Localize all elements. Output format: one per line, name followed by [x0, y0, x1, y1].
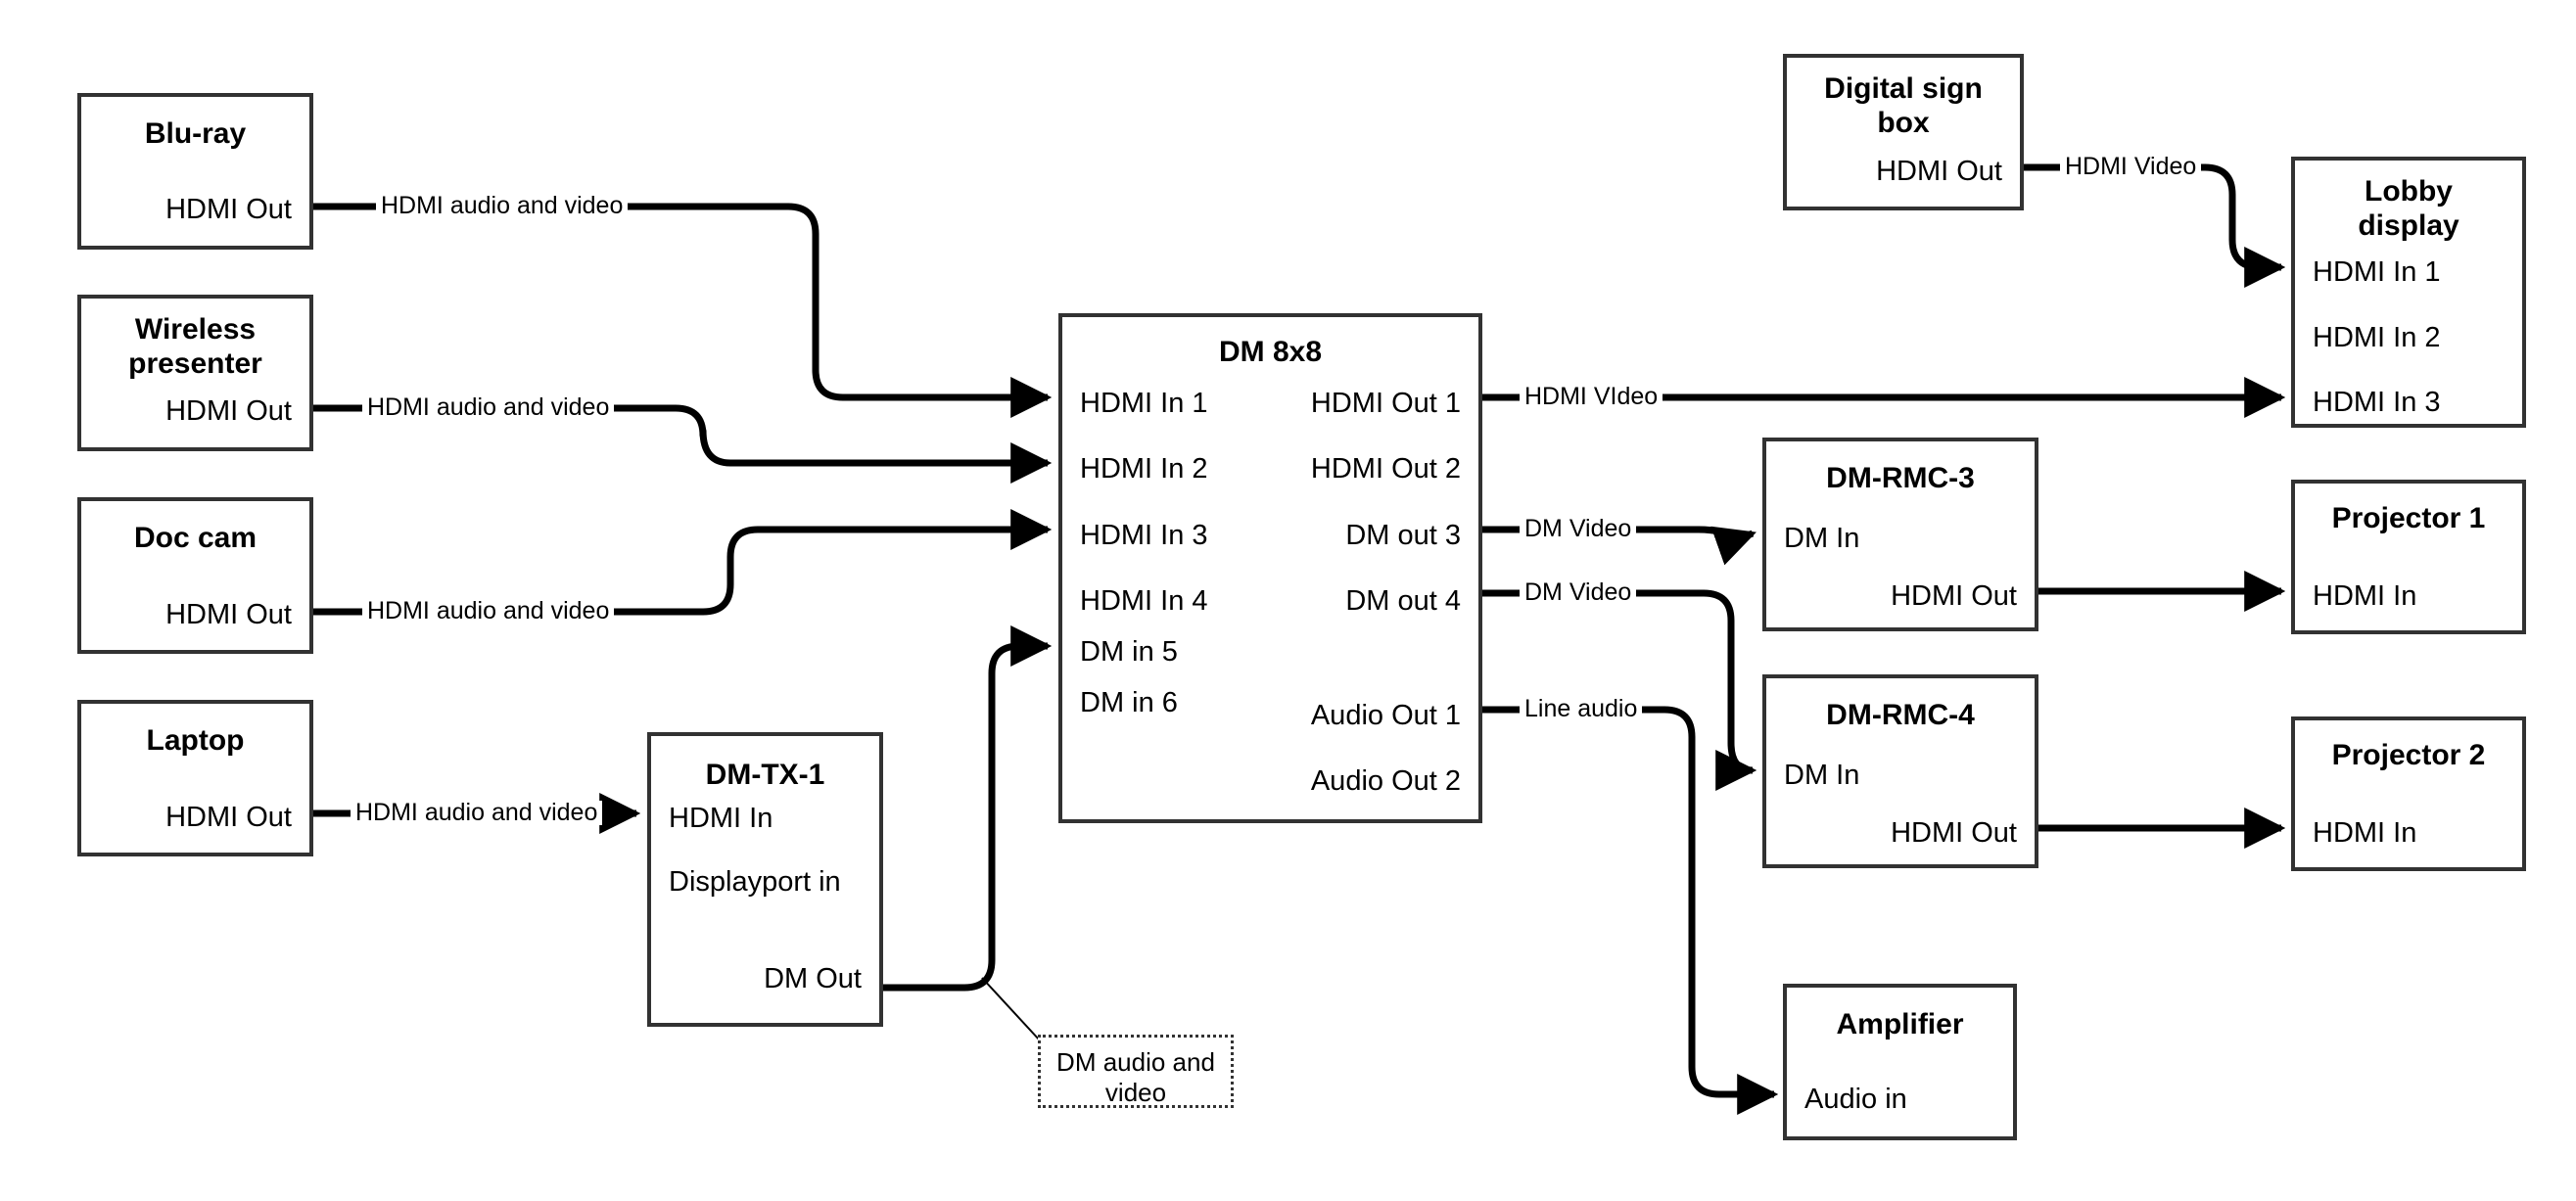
port-dm-8x8-dm-out-4[interactable]: DM out 4 — [1345, 585, 1461, 617]
port-wireless-presenter-hdmi-out[interactable]: HDMI Out — [165, 395, 292, 427]
node-dm-rmc-3-title: DM-RMC-3 — [1826, 462, 1975, 494]
port-laptop-hdmi-out[interactable]: HDMI Out — [165, 802, 292, 833]
node-dm-tx-1[interactable]: DM-TX-1 HDMI In Displayport in DM Out — [647, 732, 883, 1027]
port-dm-tx-1-displayport-in[interactable]: Displayport in — [669, 866, 841, 898]
wire-label-audio-out-1: Line audio — [1520, 697, 1643, 721]
node-amplifier[interactable]: Amplifier Audio in — [1783, 984, 2017, 1140]
node-amplifier-title: Amplifier — [1836, 1008, 1964, 1040]
node-doc-cam[interactable]: Doc cam HDMI Out — [77, 497, 313, 654]
wire-dm-tx-1-to-dm-in-5 — [883, 625, 1053, 992]
port-projector-1-hdmi-in[interactable]: HDMI In — [2313, 580, 2417, 612]
port-dm-rmc-3-hdmi-out[interactable]: HDMI Out — [1891, 580, 2017, 612]
node-dm-rmc-4[interactable]: DM-RMC-4 DM In HDMI Out — [1762, 674, 2038, 868]
node-wireless-presenter-title: Wireless presenter — [128, 313, 262, 381]
node-dm-rmc-3[interactable]: DM-RMC-3 DM In HDMI Out — [1762, 438, 2038, 631]
node-dm-tx-1-title: DM-TX-1 — [705, 759, 825, 791]
node-digital-sign-box-title: Digital sign box — [1824, 72, 1983, 140]
port-dm-rmc-4-hdmi-out[interactable]: HDMI Out — [1891, 817, 2017, 849]
node-blu-ray[interactable]: Blu-ray HDMI Out — [77, 93, 313, 250]
port-dm-8x8-hdmi-in-1[interactable]: HDMI In 1 — [1080, 388, 1208, 419]
port-lobby-display-hdmi-in-2[interactable]: HDMI In 2 — [2313, 322, 2441, 353]
port-amplifier-audio-in[interactable]: Audio in — [1804, 1084, 1907, 1115]
port-dm-8x8-hdmi-out-1[interactable]: HDMI Out 1 — [1310, 388, 1461, 419]
port-dm-8x8-audio-out-1[interactable]: Audio Out 1 — [1310, 700, 1461, 731]
port-dm-8x8-hdmi-in-4[interactable]: HDMI In 4 — [1080, 585, 1208, 617]
port-dm-rmc-4-dm-in[interactable]: DM In — [1784, 760, 1860, 791]
wire-label-laptop: HDMI audio and video — [351, 801, 603, 825]
wire-label-dm-out-3: DM Video — [1520, 517, 1637, 541]
node-projector-2[interactable]: Projector 2 HDMI In — [2291, 716, 2526, 871]
port-dm-8x8-dm-in-5[interactable]: DM in 5 — [1080, 636, 1178, 668]
node-projector-1-title: Projector 1 — [2331, 502, 2486, 534]
wire-label-doc-cam: HDMI audio and video — [362, 599, 615, 624]
port-dm-8x8-dm-in-6[interactable]: DM in 6 — [1080, 687, 1178, 718]
node-blu-ray-title: Blu-ray — [144, 117, 247, 150]
port-dm-8x8-hdmi-in-3[interactable]: HDMI In 3 — [1080, 520, 1208, 551]
wire-label-digital-sign: HDMI Video — [2060, 155, 2202, 179]
port-lobby-display-hdmi-in-1[interactable]: HDMI In 1 — [2313, 256, 2441, 288]
node-doc-cam-title: Doc cam — [133, 522, 258, 554]
callout-dm-audio-and-video: DM audio and video — [1038, 1035, 1234, 1108]
node-wireless-presenter[interactable]: Wireless presenter HDMI Out — [77, 295, 313, 451]
wire-blu-ray-to-hdmi-in-1 — [313, 203, 1053, 418]
node-lobby-display[interactable]: Lobby display HDMI In 1 HDMI In 2 HDMI I… — [2291, 157, 2526, 428]
node-projector-2-title: Projector 2 — [2331, 739, 2486, 771]
port-dm-rmc-3-dm-in[interactable]: DM In — [1784, 523, 1860, 554]
callout-leader-line — [981, 977, 1041, 1041]
port-lobby-display-hdmi-in-3[interactable]: HDMI In 3 — [2313, 387, 2441, 418]
wire-label-dm-out-4: DM Video — [1520, 580, 1637, 605]
port-dm-8x8-dm-out-3[interactable]: DM out 3 — [1345, 520, 1461, 551]
port-dm-tx-1-dm-out[interactable]: DM Out — [764, 963, 862, 994]
port-dm-8x8-audio-out-2[interactable]: Audio Out 2 — [1310, 765, 1461, 797]
node-laptop-title: Laptop — [146, 724, 245, 757]
port-dm-tx-1-hdmi-in[interactable]: HDMI In — [669, 803, 773, 834]
node-dm-8x8-title: DM 8x8 — [1218, 336, 1323, 368]
wire-label-blu-ray: HDMI audio and video — [376, 194, 629, 218]
port-projector-2-hdmi-in[interactable]: HDMI In — [2313, 817, 2417, 849]
wire-dm-out-4-to-dm-rmc-4 — [1482, 589, 1757, 791]
node-dm-8x8[interactable]: DM 8x8 HDMI In 1 HDMI In 2 HDMI In 3 HDM… — [1058, 313, 1482, 823]
wire-label-wireless: HDMI audio and video — [362, 395, 615, 420]
port-doc-cam-hdmi-out[interactable]: HDMI Out — [165, 599, 292, 630]
port-dm-8x8-hdmi-out-2[interactable]: HDMI Out 2 — [1310, 453, 1461, 485]
port-blu-ray-hdmi-out[interactable]: HDMI Out — [165, 194, 292, 225]
port-dm-8x8-hdmi-in-2[interactable]: HDMI In 2 — [1080, 453, 1208, 485]
wire-label-hdmi-out-1: HDMI VIdeo — [1520, 385, 1663, 409]
wire-digital-sign-to-lobby-hdmi-in-1 — [2024, 163, 2286, 288]
node-lobby-display-title: Lobby display — [2358, 175, 2459, 243]
node-dm-rmc-4-title: DM-RMC-4 — [1826, 699, 1975, 731]
node-laptop[interactable]: Laptop HDMI Out — [77, 700, 313, 856]
node-projector-1[interactable]: Projector 1 HDMI In — [2291, 480, 2526, 634]
port-digital-sign-box-hdmi-out[interactable]: HDMI Out — [1876, 156, 2002, 187]
node-digital-sign-box[interactable]: Digital sign box HDMI Out — [1783, 54, 2024, 210]
wire-audio-out-1-to-amplifier — [1482, 706, 1779, 1115]
